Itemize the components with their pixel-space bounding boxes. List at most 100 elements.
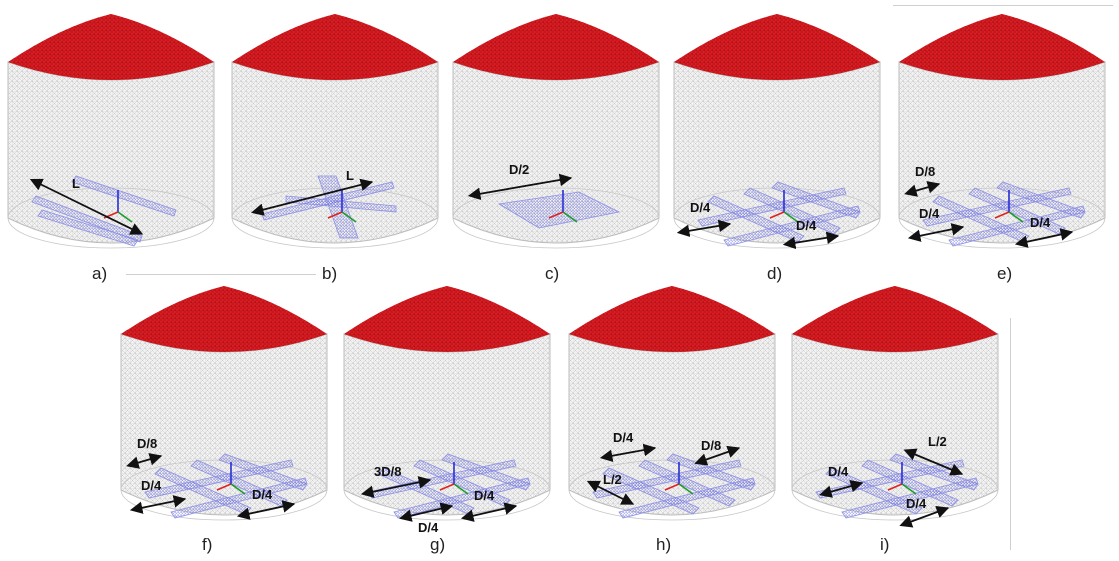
roof-mesh <box>344 286 550 352</box>
dimension-arrow <box>907 223 965 242</box>
dimension-label: D/4 <box>690 200 711 215</box>
dimension-label: D/4 <box>906 496 927 511</box>
dimension-arrow <box>694 445 741 466</box>
tank-mesh-model: D/8D/4D/4 <box>898 14 1106 249</box>
dimension-label: D/4 <box>828 464 849 479</box>
roof-mesh <box>8 14 214 80</box>
tank-panel-a: L <box>2 6 220 276</box>
roof-mesh <box>674 14 880 80</box>
dimension-label: L <box>346 168 354 183</box>
roof-mesh <box>121 286 327 352</box>
panel-caption: c) <box>545 264 560 283</box>
axis-y-line <box>230 483 246 495</box>
ground-mesh <box>841 477 979 519</box>
axis-x-line <box>548 211 564 219</box>
dimension-arrow <box>251 178 374 216</box>
tank-mesh-model: L/2D/4D/4 <box>791 286 999 528</box>
dimension-arrow <box>460 502 518 522</box>
dimension-label: D/4 <box>418 520 439 535</box>
dimension-arrow <box>129 495 187 514</box>
panel-caption: f) <box>202 535 213 554</box>
tank-mesh-model: L <box>231 14 439 249</box>
ground-mesh <box>170 477 308 519</box>
divider-line <box>893 5 1113 6</box>
dimension-label: D/4 <box>796 218 817 233</box>
dimension-arrow <box>676 219 732 238</box>
panel-caption: b) <box>322 264 338 283</box>
dimension-arrow <box>899 506 950 528</box>
tank-mesh-model: D/2 <box>452 14 660 249</box>
roof-mesh <box>792 286 998 352</box>
dimension-label: D/8 <box>915 164 935 179</box>
axis-x-line <box>439 483 455 491</box>
tank-mesh-model: D/8D/4D/4 <box>120 286 328 521</box>
tank-mesh-model: L <box>7 14 215 249</box>
axis-y-line <box>783 211 799 223</box>
panel-caption: g) <box>430 535 446 554</box>
grounding-grid <box>922 181 1086 247</box>
axis-x-line <box>216 483 232 491</box>
axis-x-line <box>769 211 785 219</box>
panel-caption: d) <box>767 264 783 283</box>
dimension-arrow <box>126 453 163 469</box>
dimension-label: L/2 <box>603 472 622 487</box>
axis-y-line <box>453 483 469 495</box>
ground-mesh <box>723 205 861 247</box>
panel-caption: i) <box>880 535 890 554</box>
roof-mesh <box>899 14 1105 80</box>
tank-mesh-model: D/4D/4 <box>673 14 881 250</box>
grounding-grid <box>697 181 861 247</box>
roof-mesh <box>453 14 659 80</box>
dimension-label: L <box>72 176 80 191</box>
panel-caption: e) <box>997 264 1013 283</box>
dimension-arrow <box>819 480 864 498</box>
dimension-arrow <box>360 476 432 498</box>
dimension-arrow <box>398 502 454 522</box>
roof-mesh <box>569 286 775 352</box>
panel-caption: a) <box>92 264 108 283</box>
dimension-arrow <box>586 480 635 505</box>
axis-x-line <box>664 483 680 491</box>
dimension-label: D/4 <box>1030 215 1051 230</box>
panel-caption: h) <box>656 535 672 554</box>
dimension-label: D/4 <box>141 478 162 493</box>
dimension-arrow <box>903 448 964 476</box>
dimension-label: D/8 <box>137 436 157 451</box>
dimension-label: D/4 <box>919 206 940 221</box>
dimension-label: D/4 <box>613 430 634 445</box>
tank-mesh-model: 3D/8D/4D/4 <box>343 286 551 535</box>
axis-x-line <box>994 211 1010 219</box>
divider-line <box>126 274 316 275</box>
roof-mesh <box>232 14 438 80</box>
tank-panel-c: D/2 <box>447 6 665 276</box>
dimension-label: 3D/8 <box>374 464 401 479</box>
divider-line <box>1010 318 1011 550</box>
dimension-arrow <box>599 443 657 462</box>
dimension-label: D/4 <box>474 488 495 503</box>
dimension-arrow <box>467 173 573 200</box>
dimension-label: D/2 <box>509 162 529 177</box>
dimension-label: D/4 <box>252 487 273 502</box>
axis-y-line <box>1008 211 1024 223</box>
dimension-label: D/8 <box>701 438 721 453</box>
tank-panel-b: L <box>226 6 444 276</box>
axis-y-line <box>678 483 694 495</box>
dimension-arrow <box>29 178 144 235</box>
axis-y-line <box>562 211 578 223</box>
dimension-arrow <box>236 500 296 520</box>
tank-mesh-model: D/4D/8L/2 <box>568 286 776 521</box>
dimension-arrow <box>782 231 840 250</box>
grounding-grid <box>144 453 308 519</box>
axis-y-line <box>901 483 917 495</box>
axis-x-line <box>887 483 903 491</box>
dimension-arrow <box>904 181 941 197</box>
ground-mesh <box>948 205 1086 247</box>
dimension-label: L/2 <box>928 434 947 449</box>
ground-mesh <box>618 477 756 519</box>
